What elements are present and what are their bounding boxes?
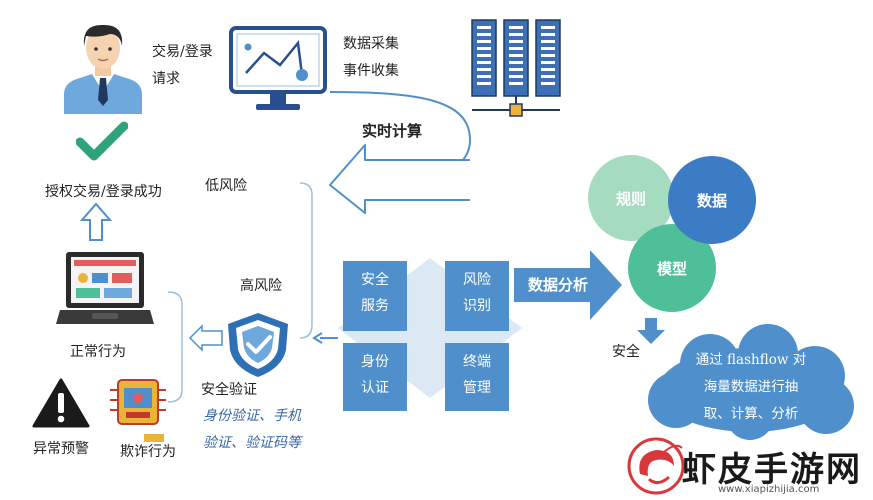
safe-label: 安全 <box>612 344 640 360</box>
high-risk-label: 高风险 <box>240 278 282 294</box>
collection-label-line2: 事件收集 <box>343 63 399 79</box>
shrimp-logo-icon <box>627 437 685 495</box>
laptop-icon <box>56 252 154 324</box>
success-label: 授权交易/登录成功 <box>45 184 162 200</box>
service-terminal-line2: 管理 <box>463 380 491 396</box>
cloud-shape <box>648 324 854 440</box>
verify-title: 安全验证 <box>201 382 257 398</box>
service-terminal-line1: 终端 <box>463 354 491 370</box>
data-circle: 数据 <box>668 156 756 244</box>
analysis-arrow <box>514 250 622 320</box>
model-label: 模型 <box>656 259 687 278</box>
verify-methods-line1: 身份验证、手机 <box>203 408 301 424</box>
analysis-label: 数据分析 <box>528 276 589 294</box>
watermark-url: www.xiapizhijia.com <box>718 484 820 495</box>
watermark-text: 虾皮手游网 <box>682 450 862 490</box>
service-identity-box: 身份 认证 <box>343 343 407 411</box>
request-label-line1: 交易/登录 <box>152 44 213 60</box>
monitor-icon <box>229 26 327 110</box>
shield-to-laptop-arrow <box>188 324 223 352</box>
fraud-icon <box>110 379 166 442</box>
data-circle-label: 数据 <box>696 191 727 210</box>
server-icon <box>471 19 561 117</box>
service-risk-line1: 风险 <box>463 272 491 288</box>
request-label-line2: 请求 <box>152 71 180 87</box>
realtime-arrow <box>329 144 470 214</box>
cloud-line3: 取、计算、分析 <box>703 406 799 422</box>
service-terminal-box: 终端 管理 <box>445 343 509 411</box>
cloud-line2: 海量数据进行抽 <box>703 379 799 395</box>
fraud-label: 欺诈行为 <box>120 444 176 460</box>
cloud-line1: 通过 flashflow 对 <box>695 352 807 368</box>
service-identity-line2: 认证 <box>361 380 389 396</box>
service-risk-box: 风险 识别 <box>445 261 509 331</box>
alert-icon <box>32 378 90 428</box>
shield-icon <box>228 313 288 377</box>
verify-methods-line2: 验证、验证码等 <box>203 435 301 451</box>
rules-label: 规则 <box>615 189 646 208</box>
down-arrow <box>637 318 665 344</box>
realtime-label: 实时计算 <box>362 122 423 140</box>
alert-label: 异常预警 <box>33 441 89 457</box>
normal-label: 正常行为 <box>70 344 126 360</box>
risk-bracket-line <box>299 182 313 339</box>
service-identity-line1: 身份 <box>361 354 389 370</box>
check-icon <box>76 121 128 161</box>
service-security-box: 安全 服务 <box>343 261 407 331</box>
center-to-shield-head <box>312 332 323 344</box>
low-risk-label: 低风险 <box>205 178 247 194</box>
collection-label-line1: 数据采集 <box>343 36 399 52</box>
up-arrow <box>79 202 113 241</box>
service-security-line1: 安全 <box>361 272 389 288</box>
service-security-line2: 服务 <box>361 298 389 314</box>
behavior-bracket-line <box>167 291 183 403</box>
user-avatar-icon <box>64 24 142 114</box>
service-risk-line2: 识别 <box>463 298 491 314</box>
